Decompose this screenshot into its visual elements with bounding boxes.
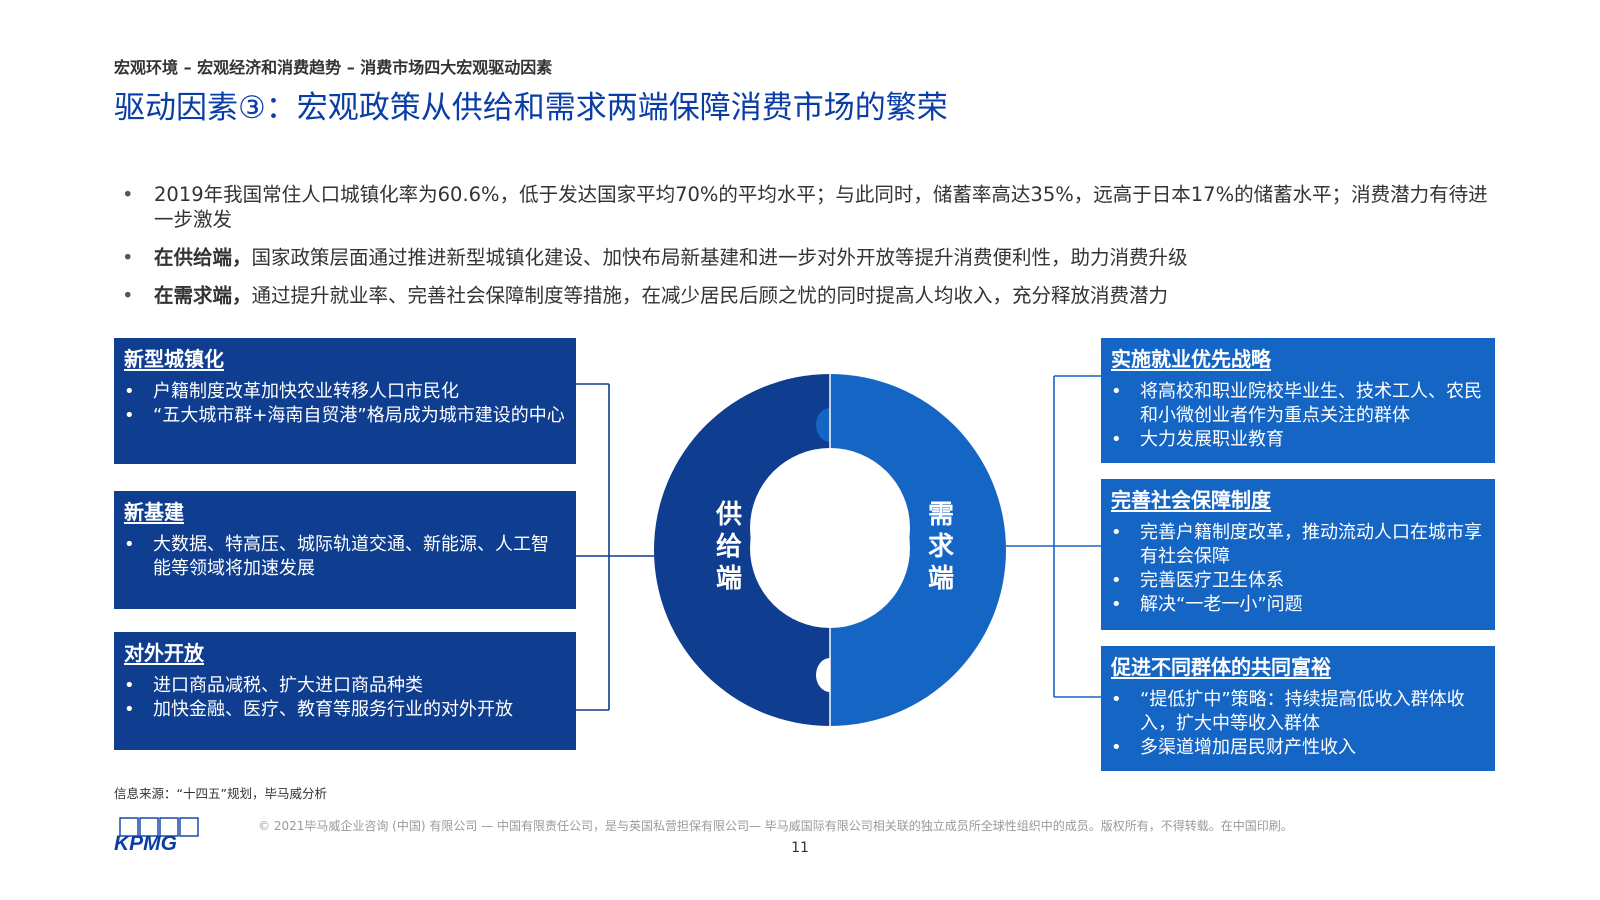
box-list: 户籍制度改革加快农业转移人口市民化 “五大城市群+海南自贸港”格局成为城市建设的…: [124, 380, 566, 428]
box-list: 进口商品减税、扩大进口商品种类 加快金融、医疗、教育等服务行业的对外开放: [124, 674, 566, 722]
demand-connectors: [1006, 375, 1101, 698]
list-item: 解决“一老一小”问题: [1111, 593, 1485, 617]
box-title: 对外开放: [124, 641, 204, 665]
supply-label: 供给端: [715, 500, 742, 594]
demand-box-social-security: 完善社会保障制度 完善户籍制度改革，推动流动人口在城市享有社会保障 完善医疗卫生…: [1101, 479, 1495, 630]
box-title: 完善社会保障制度: [1111, 488, 1271, 512]
box-list: 大数据、特高压、城际轨道交通、新能源、人工智能等领域将加速发展: [124, 533, 566, 581]
breadcrumb: 宏观环境 – 宏观经济和消费趋势 – 消费市场四大宏观驱动因素: [114, 58, 553, 77]
box-title: 新基建: [124, 500, 184, 524]
list-item: 完善医疗卫生体系: [1111, 569, 1485, 593]
source-note: 信息来源：“十四五”规划，毕马威分析: [114, 786, 327, 801]
box-title: 促进不同群体的共同富裕: [1111, 655, 1331, 679]
box-title: 实施就业优先战略: [1111, 347, 1271, 371]
list-item: “五大城市群+海南自贸港”格局成为城市建设的中心: [124, 404, 566, 428]
box-list: 完善户籍制度改革，推动流动人口在城市享有社会保障 完善医疗卫生体系 解决“一老一…: [1111, 521, 1485, 617]
list-item: 大数据、特高压、城际轨道交通、新能源、人工智能等领域将加速发展: [124, 533, 566, 581]
demand-box-employment: 实施就业优先战略 将高校和职业院校毕业生、技术工人、农民和小微创业者作为重点关注…: [1101, 338, 1495, 463]
list-item: 户籍制度改革加快农业转移人口市民化: [124, 380, 566, 404]
logo-wordmark: KPMG: [114, 832, 177, 853]
donut-hole: [750, 468, 910, 628]
demand-label: 需求端: [928, 500, 954, 594]
supply-box-new-infrastructure: 新基建 大数据、特高压、城际轨道交通、新能源、人工智能等领域将加速发展: [114, 491, 576, 609]
demand-box-common-prosperity: 促进不同群体的共同富裕 “提低扩中”策略：持续提高低收入群体收入，扩大中等收入群…: [1101, 646, 1495, 771]
page-title: 驱动因素③：宏观政策从供给和需求两端保障消费市场的繁荣: [114, 90, 948, 126]
box-list: 将高校和职业院校毕业生、技术工人、农民和小微创业者作为重点关注的群体 大力发展职…: [1111, 380, 1485, 452]
list-item: 加快金融、医疗、教育等服务行业的对外开放: [124, 698, 566, 722]
kpmg-logo: KPMG: [114, 817, 199, 853]
list-item: “提低扩中”策略：持续提高低收入群体收入，扩大中等收入群体: [1111, 688, 1485, 736]
page-number: 11: [791, 840, 809, 856]
box-list: “提低扩中”策略：持续提高低收入群体收入，扩大中等收入群体 多渠道增加居民财产性…: [1111, 688, 1485, 760]
supply-connectors: [576, 383, 655, 711]
summary-bullets: 2019年我国常住人口城镇化率为60.6%，低于发达国家平均70%的平均水平；与…: [122, 182, 1502, 321]
demand-half: [816, 374, 1006, 726]
bullet-item: 在需求端，通过提升就业率、完善社会保障制度等措施，在减少居民后顾之忧的同时提高人…: [122, 283, 1502, 308]
list-item: 大力发展职业教育: [1111, 428, 1485, 452]
supply-box-urbanization: 新型城镇化 户籍制度改革加快农业转移人口市民化 “五大城市群+海南自贸港”格局成…: [114, 338, 576, 464]
box-title: 新型城镇化: [124, 347, 224, 371]
supply-box-opening-up: 对外开放 进口商品减税、扩大进口商品种类 加快金融、医疗、教育等服务行业的对外开…: [114, 632, 576, 750]
list-item: 多渠道增加居民财产性收入: [1111, 736, 1485, 760]
bullet-item: 在供给端，国家政策层面通过推进新型城镇化建设、加快布局新基建和进一步对外开放等提…: [122, 245, 1502, 270]
copyright-notice: © 2021毕马威企业咨询 (中国) 有限公司 — 中国有限责任公司，是与英国私…: [258, 819, 1293, 833]
supply-half: [654, 374, 830, 726]
bullet-item: 2019年我国常住人口城镇化率为60.6%，低于发达国家平均70%的平均水平；与…: [122, 182, 1502, 232]
list-item: 将高校和职业院校毕业生、技术工人、农民和小微创业者作为重点关注的群体: [1111, 380, 1485, 428]
list-item: 完善户籍制度改革，推动流动人口在城市享有社会保障: [1111, 521, 1485, 569]
list-item: 进口商品减税、扩大进口商品种类: [124, 674, 566, 698]
